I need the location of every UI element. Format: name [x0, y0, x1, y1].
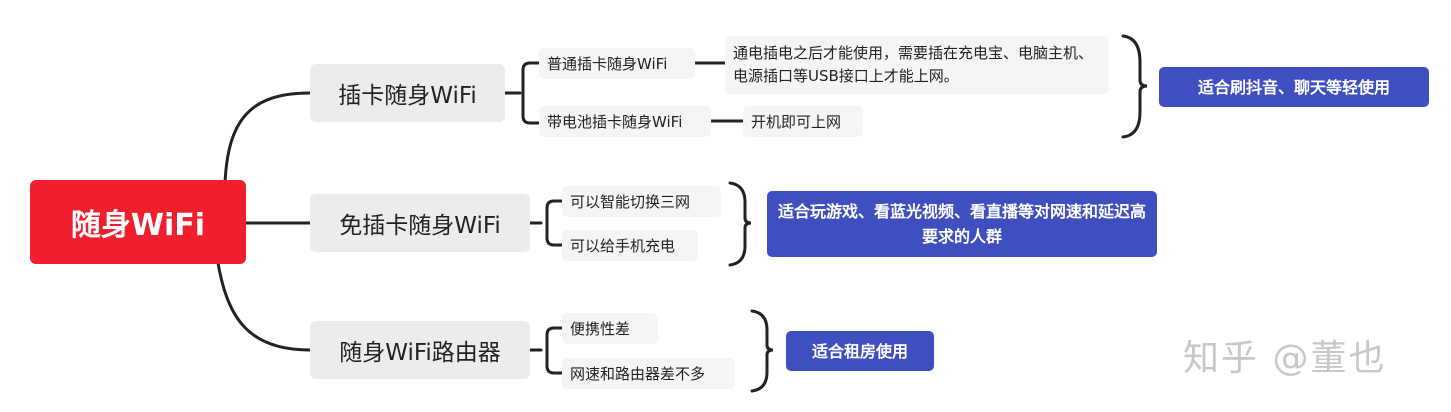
branch-node-2[interactable]: 免插卡随身WiFi [310, 194, 530, 252]
branch-node-3[interactable]: 随身WiFi路由器 [310, 321, 530, 379]
summary-bracket-2 [728, 181, 752, 267]
summary-node-1[interactable]: 适合刷抖音、聊天等轻使用 [1159, 67, 1429, 107]
item-node-3-2[interactable]: 网速和路由器差不多 [562, 358, 735, 389]
connector-root-branch-3 [216, 261, 312, 352]
sub-node-1-2[interactable]: 带电池插卡随身WiFi [539, 106, 711, 137]
sub-node-1-1[interactable]: 普通插卡随身WiFi [539, 48, 695, 79]
desc-node-1-1[interactable]: 通电插电之后才能使用，需要插在充电宝、电脑主机、电源插口等USB接口上才能上网。 [725, 36, 1109, 94]
connector-root-branch-1 [223, 91, 312, 185]
desc-node-1-2[interactable]: 开机即可上网 [743, 106, 863, 137]
summary-bracket-1 [1121, 34, 1148, 139]
connector-branch-3-brace [528, 326, 564, 375]
summary-node-3[interactable]: 适合租房使用 [786, 331, 934, 371]
connector-branch-2-brace [528, 199, 564, 247]
item-node-3-1[interactable]: 便携性差 [562, 313, 658, 344]
item-node-2-2[interactable]: 可以给手机充电 [562, 230, 698, 261]
watermark: 知乎 @董也 [1183, 338, 1387, 379]
connector-branch-1-brace [503, 61, 541, 125]
summary-node-2[interactable]: 适合玩游戏、看蓝光视频、看直播等对网速和延迟高要求的人群 [767, 191, 1157, 257]
branch-node-1[interactable]: 插卡随身WiFi [310, 64, 505, 122]
summary-bracket-3 [750, 309, 774, 393]
item-node-2-1[interactable]: 可以智能切换三网 [562, 186, 721, 217]
root-node[interactable]: 随身WiFi [30, 180, 246, 264]
